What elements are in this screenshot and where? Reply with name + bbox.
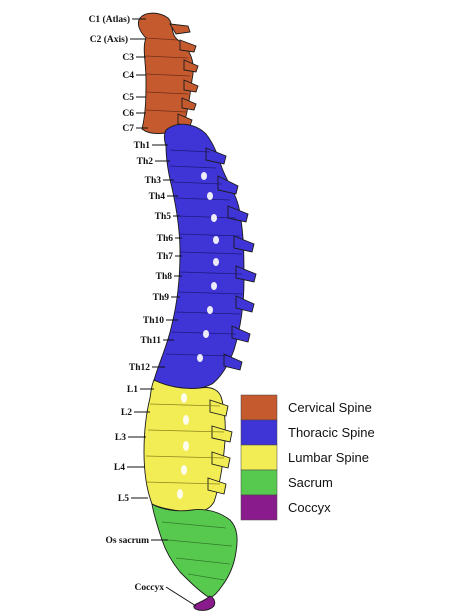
label-th12: Th12 — [129, 363, 150, 373]
label-th4: Th4 — [149, 192, 166, 202]
coccyx-region — [193, 595, 216, 611]
lumbar-region — [143, 379, 233, 514]
legend-label-thoracic: Thoracic Spine — [288, 425, 375, 440]
leader-lines — [127, 18, 197, 607]
sacrum-body — [151, 503, 238, 599]
thoracic-spinous-processes — [205, 147, 257, 371]
label-c7: C7 — [122, 124, 134, 134]
cervical-region — [137, 12, 199, 134]
legend-swatch-coccyx — [240, 494, 278, 521]
label-c1: C1 (Atlas) — [89, 14, 130, 25]
legend-swatch-sacrum — [240, 469, 278, 496]
label-th11: Th11 — [140, 336, 161, 346]
label-th7: Th7 — [157, 252, 174, 262]
lumbar-spinous-processes — [207, 399, 233, 495]
label-th10: Th10 — [143, 316, 164, 326]
label-l5: L5 — [118, 494, 129, 504]
label-l4: L4 — [114, 463, 125, 473]
legend-label-sacrum: Sacrum — [288, 475, 333, 490]
label-th6: Th6 — [157, 234, 174, 244]
coccyx-body — [193, 595, 216, 611]
label-c5: C5 — [122, 93, 134, 103]
label-coccyx: Coccyx — [134, 583, 164, 593]
label-th9: Th9 — [153, 293, 170, 303]
label-th2: Th2 — [137, 157, 154, 167]
label-l3: L3 — [115, 433, 126, 443]
label-c2: C2 (Axis) — [90, 34, 128, 45]
sacrum-region — [151, 503, 238, 599]
legend-label-cervical: Cervical Spine — [288, 400, 372, 415]
thoracic-region — [153, 123, 257, 390]
label-c6: C6 — [122, 109, 134, 119]
vertebra-labels: C1 (Atlas) C2 (Axis) C3 C4 C5 C6 C7 Th1 … — [89, 14, 174, 593]
label-c4: C4 — [122, 71, 134, 81]
label-th5: Th5 — [155, 212, 172, 222]
label-th1: Th1 — [134, 141, 151, 151]
legend-label-coccyx: Coccyx — [288, 500, 331, 515]
label-l1: L1 — [127, 385, 138, 395]
label-c3: C3 — [122, 53, 134, 63]
label-th3: Th3 — [145, 176, 162, 186]
legend-swatch-lumbar — [240, 444, 278, 471]
label-th8: Th8 — [156, 272, 173, 282]
label-l2: L2 — [121, 408, 132, 418]
legend-label-lumbar: Lumbar Spine — [288, 450, 369, 465]
legend-swatch-cervical — [240, 394, 278, 421]
label-os-sacrum: Os sacrum — [105, 536, 149, 546]
cervical-spinous-processes — [169, 23, 199, 127]
legend-swatch-thoracic — [240, 419, 278, 446]
legend: Cervical Spine Thoracic Spine Lumbar Spi… — [240, 394, 375, 521]
